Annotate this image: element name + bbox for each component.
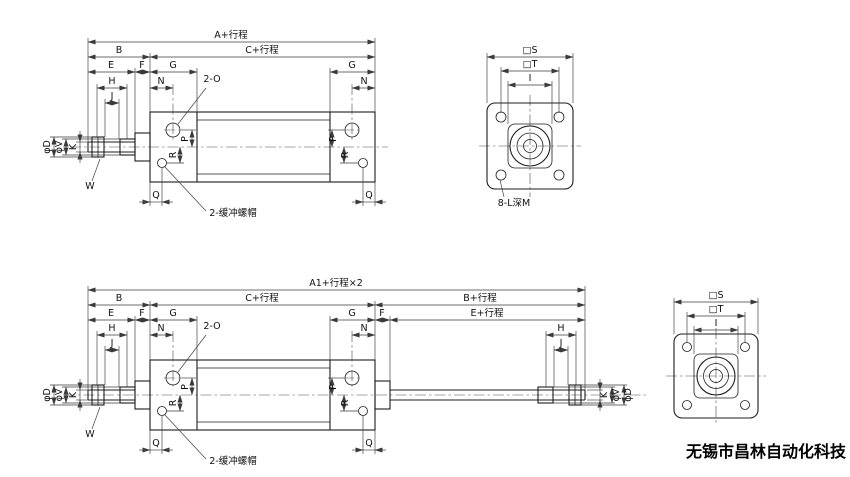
rod-collar-left (119, 386, 136, 404)
cushion-screw-left (157, 158, 167, 168)
d2-dim-g-right: G (348, 308, 355, 319)
double-stroke-cylinder-dimensions: A1+行程×2 B C+行程 B+行程 E F G G F E+行程 H N 2… (42, 277, 634, 467)
d2-dim-p-right: P (328, 384, 339, 390)
d1-dim-h: H (108, 76, 115, 87)
d1-dim-b: B (116, 45, 123, 56)
rod-gland-right (374, 380, 391, 410)
flange-inner-square (693, 353, 739, 399)
flange-front-view-top-dimensions: □S □T I 8-L深M (486, 45, 574, 209)
d2-dim-w: W (85, 429, 95, 440)
d1-port-label: 2-O (203, 74, 220, 85)
d2-dim-phiD-right: φD (623, 388, 634, 402)
rod-collar (119, 138, 136, 156)
d1-dim-a: A+行程 (214, 29, 248, 41)
d2-dim-p-left: P (180, 384, 191, 390)
d1-dim-g-right: G (348, 60, 355, 71)
cushion-screw-right (358, 158, 368, 168)
f1-dim-s: □S (522, 45, 537, 56)
d1-dim-f: F (139, 60, 144, 71)
single-rod-cylinder-dimensions: A+行程 B C+行程 E F G G H N N 2-O J Q Q 2-缓冲… (42, 29, 386, 219)
d2-dim-b: B (116, 293, 123, 304)
d1-dim-n-left: N (157, 76, 164, 87)
flange-inner-square (507, 123, 553, 169)
d2-dim-j-right: J (559, 338, 563, 349)
mounting-hole (740, 400, 750, 410)
d2-cushion-label: 2-缓冲螺帽 (209, 455, 256, 467)
flange-front-view-top (479, 95, 581, 197)
d1-dim-c: C+行程 (245, 44, 279, 56)
d2-dim-n-right: N (360, 323, 367, 334)
d2-dim-phiD-left: φD (42, 388, 53, 402)
mounting-hole (553, 111, 565, 123)
d1-dim-q-right: Q (365, 190, 372, 201)
d1-dim-r-left: R (168, 151, 179, 158)
d2-dim-h-right: H (557, 323, 564, 334)
d1-dim-r-right: R (340, 151, 351, 158)
d1-cushion-label: 2-缓冲螺帽 (209, 207, 256, 219)
flange-front-view-bottom-dimensions: □S □T I (673, 290, 759, 354)
mounting-hole (740, 342, 750, 352)
single-rod-cylinder-side-view (70, 84, 388, 183)
d2-dim-q-right: Q (365, 438, 372, 449)
mounting-hole (553, 169, 565, 181)
d1-dim-p-left: P (180, 136, 191, 142)
d2-dim-e: E (108, 308, 114, 319)
mounting-hole (682, 342, 692, 352)
d2-dim-h-left: H (108, 323, 115, 334)
d1-dim-phiV: φV (54, 140, 65, 153)
d1-dim-phiD: φD (42, 140, 53, 154)
company-name: 无锡市昌林自动化科技 (685, 442, 847, 461)
d1-dim-g-left: G (169, 60, 176, 71)
f1-dim-i: I (529, 73, 532, 84)
f2-dim-t: □T (709, 304, 724, 315)
d2-dim-c: C+行程 (245, 292, 279, 304)
d2-dim-f-left: F (139, 308, 144, 319)
cushion-screw-left (157, 406, 167, 416)
d2-dim-k-left: K (68, 391, 79, 398)
mounting-hole (495, 169, 507, 181)
f2-dim-s: □S (708, 290, 723, 301)
f1-holes-label: 8-L深M (498, 198, 530, 209)
d1-dim-w: W (85, 181, 95, 192)
d2-dim-b-stroke: B+行程 (463, 292, 497, 304)
d2-dim-q-left: Q (152, 438, 159, 449)
d1-dim-k: K (68, 143, 79, 150)
d2-dim-r-left: R (168, 399, 179, 406)
d2-port-label: 2-O (203, 321, 220, 332)
flange-outer-square (486, 102, 574, 190)
mounting-hole (495, 111, 507, 123)
mounting-hole (682, 400, 692, 410)
flange-front-view-bottom (666, 328, 766, 424)
d1-dim-e: E (108, 60, 114, 71)
d1-dim-q-left: Q (152, 190, 159, 201)
f2-dim-i: I (715, 318, 718, 329)
d2-dim-k-right: K (599, 391, 610, 398)
d1-dim-j: J (110, 91, 114, 102)
d2-dim-phiV-left: φV (54, 388, 65, 401)
d1-dim-n-right: N (360, 76, 367, 87)
d2-dim-n-left: N (157, 323, 164, 334)
d2-dim-f-right: F (379, 308, 384, 319)
d2-dim-g-left: G (169, 308, 176, 319)
f1-dim-t: □T (523, 59, 538, 70)
flange-outer-square (673, 333, 759, 419)
d2-dim-phiV-right: φV (611, 388, 622, 401)
d1-dim-p-right: P (328, 136, 339, 142)
rod-collar-right (537, 386, 554, 404)
d2-dim-r-right: R (340, 399, 351, 406)
d2-dim-j-left: J (110, 338, 114, 349)
d2-dim-e-stroke: E+行程 (471, 307, 504, 319)
d2-dim-a1: A1+行程×2 (309, 277, 363, 289)
cushion-screw-right (358, 406, 368, 416)
